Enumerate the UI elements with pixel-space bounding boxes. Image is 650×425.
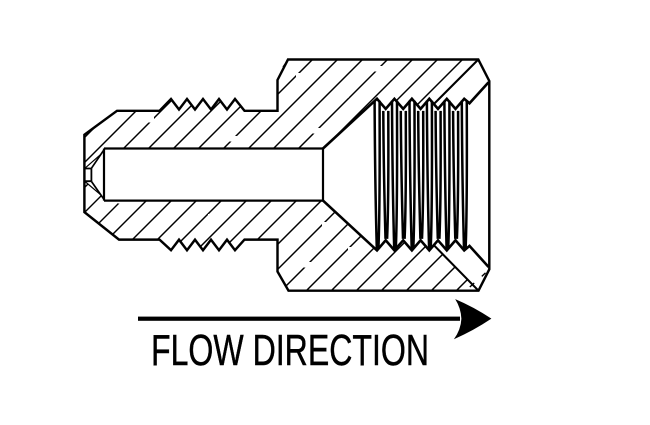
svg-text:FLOW DIRECTION: FLOW DIRECTION — [151, 327, 429, 375]
